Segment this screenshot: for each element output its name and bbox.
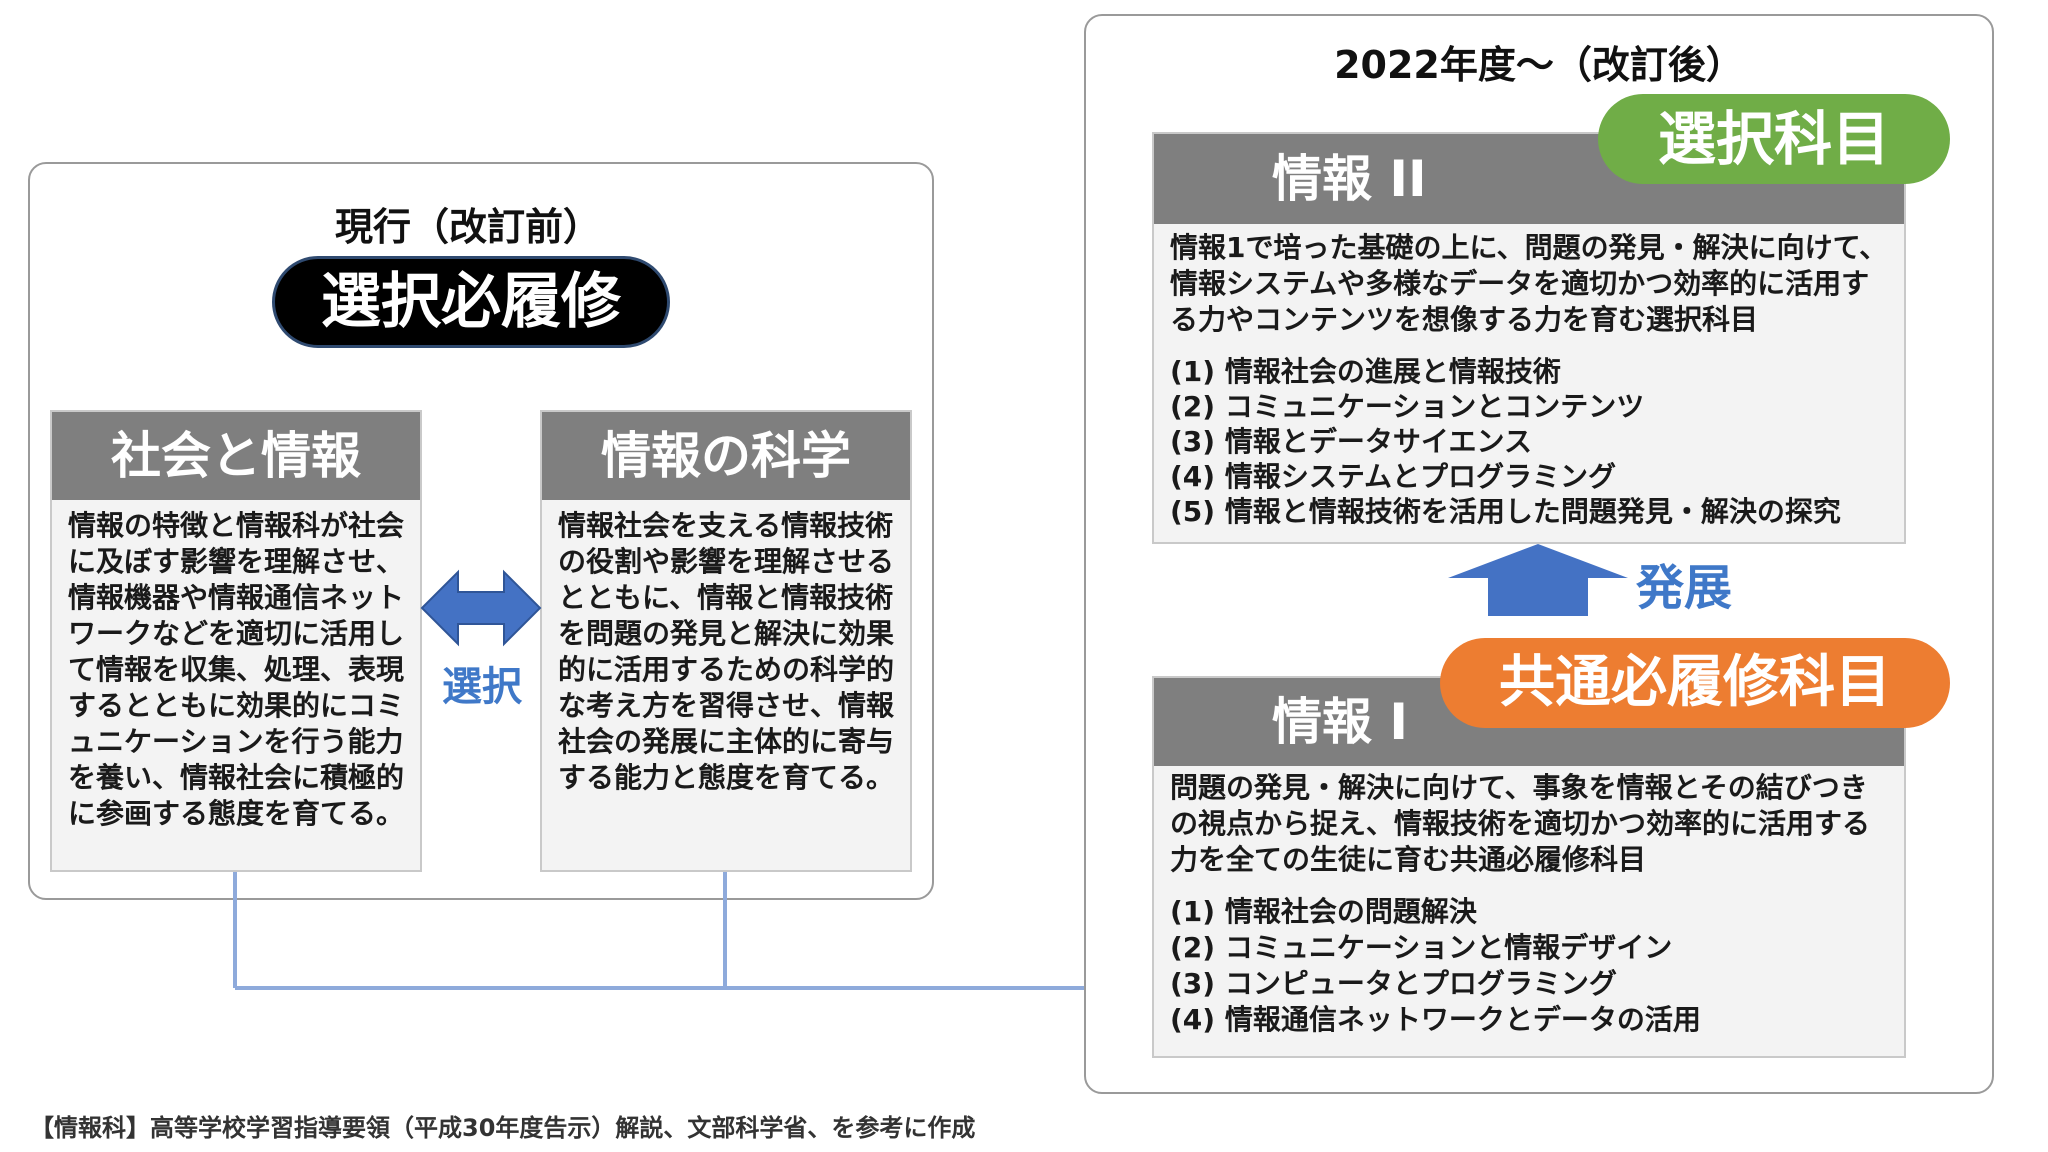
list-item: (4) 情報システムとプログラミング <box>1170 460 1616 493</box>
list-item: (3) コンピュータとプログラミング <box>1170 967 1617 1000</box>
list-item: (1) 情報社会の進展と情報技術 <box>1170 355 1561 388</box>
information-science-body: 情報社会を支える情報技術の役割や影響を理解させるとともに、情報と情報技術を問題の… <box>558 509 895 794</box>
information-science-card: 情報の科学 情報社会を支える情報技術の役割や影響を理解させるとともに、情報と情報… <box>540 410 912 872</box>
society-and-information-body: 情報の特徴と情報科が社会に及ぼす影響を理解させ、情報機器や情報通信ネットワークな… <box>68 509 405 830</box>
info1-description: 問題の発見・解決に向けて、事象を情報とその結びつきの視点から捉え、情報技術を適切… <box>1170 771 1871 876</box>
source-footnote: 【情報科】高等学校学習指導要領（平成30年度告示）解説、文部科学省、を参考に作成 <box>30 1114 976 1142</box>
list-item: (1) 情報社会の問題解決 <box>1170 895 1477 928</box>
info2-description: 情報1で培った基礎の上に、問題の発見・解決に向けて、情報システムや多様なデータを… <box>1170 231 1888 336</box>
society-and-information-card: 社会と情報 情報の特徴と情報科が社会に及ぼす影響を理解させ、情報機器や情報通信ネ… <box>50 410 422 872</box>
society-and-information-title: 社会と情報 <box>52 412 420 500</box>
info1-card: 情報 I 問題の発見・解決に向けて、事象を情報とその結びつきの視点から捉え、情報… <box>1152 676 1906 1058</box>
development-up-arrow-icon <box>1448 544 1628 616</box>
elective-subject-badge: 選択科目 <box>1598 94 1950 184</box>
development-label: 発展 <box>1636 560 1733 616</box>
common-required-subject-badge: 共通必履修科目 <box>1440 638 1950 728</box>
info2-card: 情報 II 情報1で培った基礎の上に、問題の発見・解決に向けて、情報システムや多… <box>1152 132 1906 544</box>
list-item: (4) 情報通信ネットワークとデータの活用 <box>1170 1003 1701 1036</box>
information-science-title: 情報の科学 <box>542 412 910 500</box>
list-item: (2) コミュニケーションとコンテンツ <box>1170 390 1645 423</box>
elective-required-badge: 選択必履修 <box>272 256 670 348</box>
revised-title: 2022年度～（改訂後） <box>1334 43 1744 87</box>
info1-topic-list: (1) 情報社会の問題解決 (2) コミュニケーションと情報デザイン (3) コ… <box>1154 878 1904 1038</box>
list-item: (5) 情報と情報技術を活用した問題発見・解決の探究 <box>1170 495 1841 528</box>
list-item: (2) コミュニケーションと情報デザイン <box>1170 931 1673 964</box>
current-title: 現行（改訂前） <box>334 205 601 249</box>
choice-label: 選択 <box>442 664 522 710</box>
list-item: (3) 情報とデータサイエンス <box>1170 425 1532 458</box>
choice-double-arrow-icon <box>420 569 542 647</box>
info2-topic-list: (1) 情報社会の進展と情報技術 (2) コミュニケーションとコンテンツ (3)… <box>1154 338 1904 529</box>
